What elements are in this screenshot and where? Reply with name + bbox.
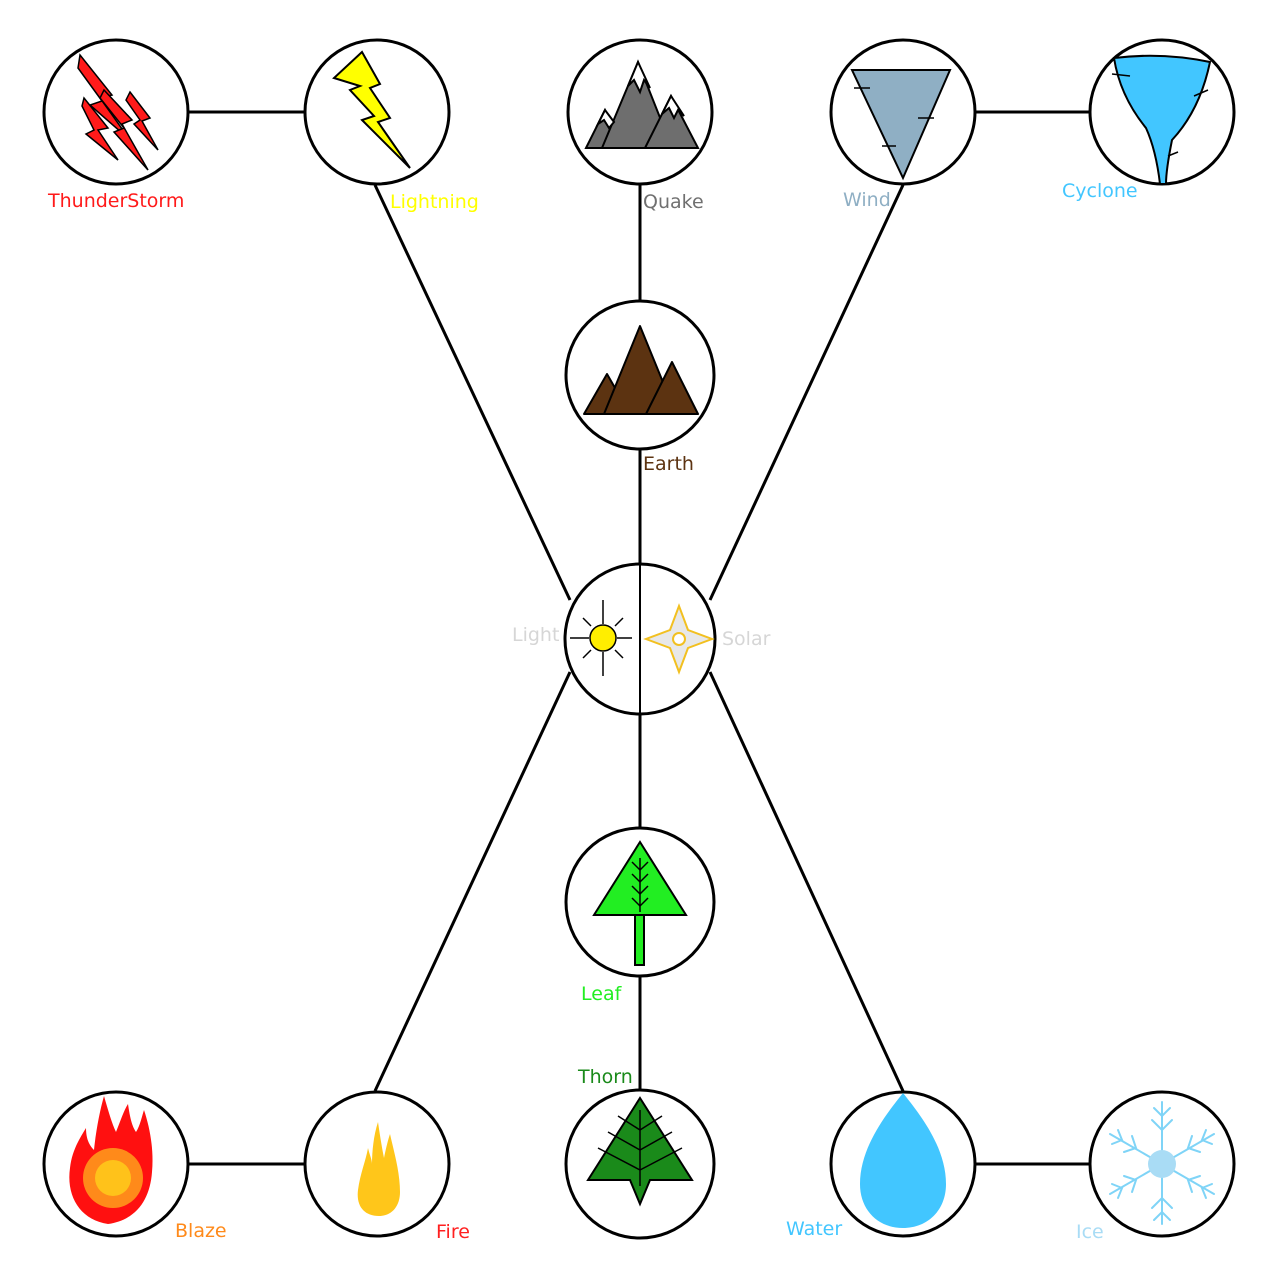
wind-funnel-icon xyxy=(850,69,952,181)
node-light-solar[interactable]: Light Solar xyxy=(512,562,771,716)
label-thorn: Thorn xyxy=(577,1066,633,1088)
thunderstorm-icon xyxy=(77,53,159,171)
sun-icon xyxy=(570,600,632,676)
node-quake[interactable]: Quake xyxy=(566,38,714,213)
node-wind[interactable]: Wind xyxy=(829,38,977,211)
leaf-icon xyxy=(586,1096,694,1207)
node-cyclone[interactable]: Cyclone xyxy=(1062,38,1236,202)
edge-center-fire xyxy=(373,671,572,1092)
mountains-icon xyxy=(583,325,699,415)
node-water[interactable]: Water xyxy=(786,1090,977,1240)
star-icon xyxy=(643,603,715,675)
node-ice[interactable]: Ice xyxy=(1076,1090,1236,1243)
node-thorn[interactable]: Thorn xyxy=(564,1066,716,1240)
label-thunderstorm: ThunderStorm xyxy=(47,190,184,212)
lightning-bolt-icon xyxy=(332,50,411,169)
node-leaf[interactable]: Leaf xyxy=(564,826,716,1005)
edges xyxy=(188,110,1091,1166)
snowy-mountains-icon xyxy=(584,59,700,149)
node-blaze[interactable]: Blaze xyxy=(42,1090,227,1242)
edge-lightning-center xyxy=(373,184,572,601)
node-earth[interactable]: Earth xyxy=(564,299,716,475)
label-cyclone: Cyclone xyxy=(1062,180,1138,202)
label-blaze: Blaze xyxy=(175,1220,227,1242)
water-drop-icon xyxy=(860,1093,946,1228)
label-ice: Ice xyxy=(1076,1221,1104,1243)
pine-tree-icon xyxy=(592,840,688,966)
label-fire: Fire xyxy=(436,1221,470,1243)
label-quake: Quake xyxy=(643,191,704,213)
label-earth: Earth xyxy=(643,453,694,475)
label-solar: Solar xyxy=(722,628,771,650)
node-fire[interactable]: Fire xyxy=(303,1090,470,1243)
label-lightning: Lightning xyxy=(390,191,479,213)
blaze-icon xyxy=(69,1096,153,1224)
label-leaf: Leaf xyxy=(581,983,623,1005)
node-thunderstorm[interactable]: ThunderStorm xyxy=(42,38,190,212)
label-light: Light xyxy=(512,624,559,646)
label-wind: Wind xyxy=(843,189,891,211)
edge-center-water xyxy=(708,671,905,1092)
label-water: Water xyxy=(786,1218,842,1240)
node-lightning[interactable]: Lightning xyxy=(303,38,479,213)
edge-wind-center xyxy=(708,184,905,601)
snowflake-icon xyxy=(1109,1101,1215,1225)
cyclone-icon xyxy=(1111,54,1212,185)
flame-icon xyxy=(357,1122,400,1216)
